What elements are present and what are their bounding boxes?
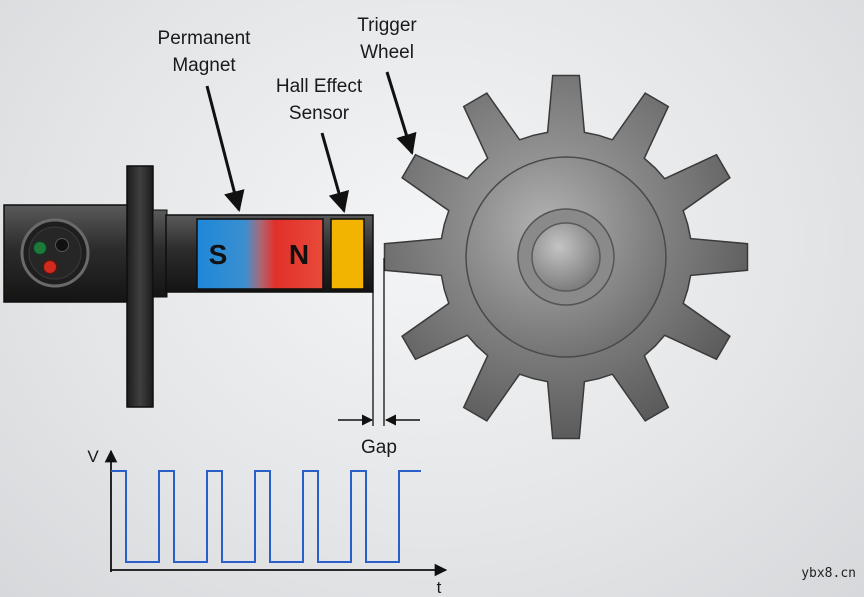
wire-red-pin [43,260,57,274]
gap-indicator: Gap [338,258,420,458]
mounting-flange [126,165,154,408]
x-axis-label: t [437,578,442,597]
north-pole-label: N [289,239,309,270]
permanent-magnet [196,218,324,290]
labels: Permanent Magnet Hall Effect Sensor Trig… [158,15,417,214]
wire-green-pin [33,241,47,255]
y-axis-label: V [87,447,99,466]
south-pole-label: S [209,239,228,270]
hall-sensor-arrow [320,132,349,214]
trigger-wheel-arrow [385,71,417,156]
hall-effect-element [330,218,365,290]
wire-black-pin [55,238,69,252]
trigger-wheel-label-line2: Wheel [360,42,414,63]
square-wave-signal [111,470,421,563]
flange-collar [152,209,168,298]
sensor-assembly: S N [3,165,374,408]
connector-socket-inner [28,226,82,280]
permanent-magnet-arrow [205,85,245,213]
hall-sensor-label-line1: Hall Effect [276,76,363,97]
permanent-magnet-label-line2: Magnet [172,55,236,76]
watermark: ybx8.cn [801,566,856,581]
output-waveform: V t [87,447,448,597]
trigger-wheel-label-line1: Trigger [357,15,417,36]
permanent-magnet-label-line1: Permanent [158,28,252,49]
gap-label: Gap [361,437,397,458]
hall-sensor-label-line2: Sensor [289,103,350,124]
gear-bore [531,222,601,292]
trigger-wheel [383,74,749,440]
